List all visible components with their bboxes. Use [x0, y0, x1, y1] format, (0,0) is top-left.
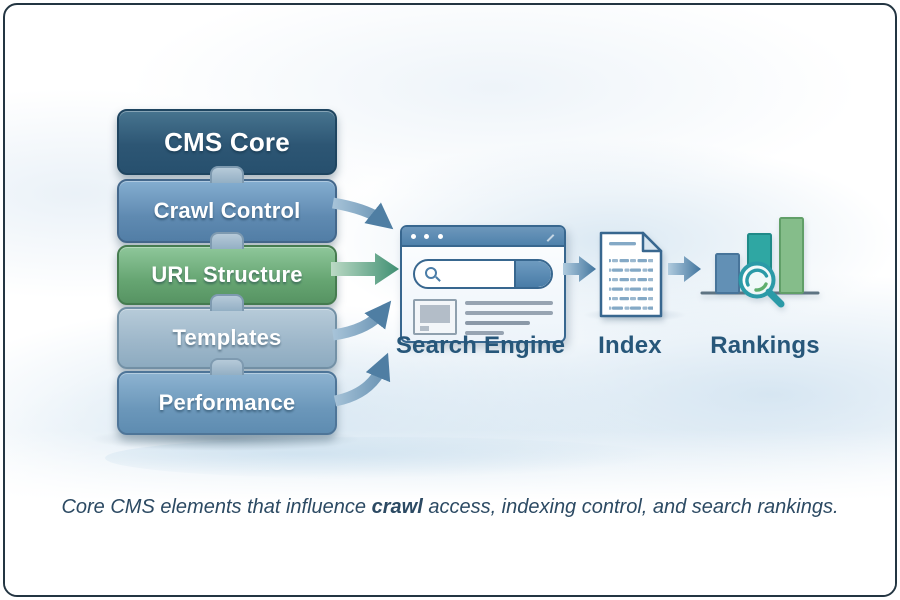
- window-dot-icon: [411, 234, 416, 239]
- text-line: [465, 311, 553, 315]
- stack-box-label: Performance: [158, 390, 296, 415]
- caption-before: Core CMS elements that influence: [61, 496, 372, 518]
- rank-bar-3: [779, 217, 804, 294]
- connector-tab: [210, 358, 244, 375]
- browser-titlebar: [402, 227, 564, 247]
- result-text-lines: [465, 299, 553, 341]
- result-thumbnail-icon: [413, 299, 457, 335]
- caption-after: access, indexing control, and search ran…: [422, 496, 839, 518]
- thumbnail-image-placeholder: [420, 305, 450, 323]
- search-button: [514, 261, 551, 287]
- window-dot-icon: [424, 234, 430, 239]
- rankings-chart-icon: [700, 217, 820, 308]
- thumbnail-caption-placeholder: [420, 326, 429, 331]
- stack-box-label: URL Structure: [151, 262, 303, 287]
- diagram-caption: Core CMS elements that influence crawl a…: [5, 496, 895, 519]
- stack-to-search-arrows: [331, 197, 399, 407]
- refresh-arc-icon: [745, 268, 769, 287]
- arrow-crawl-control: [332, 197, 394, 230]
- stack-box-label: Templates: [172, 325, 282, 350]
- text-line: [465, 321, 531, 325]
- watercolor-wash: [105, 437, 665, 479]
- text-line: [465, 331, 504, 335]
- text-line: [465, 301, 553, 305]
- window-dot-icon: [437, 234, 443, 239]
- stack-box-performance: Performance: [117, 371, 337, 435]
- stack-box-label: Crawl Control: [153, 198, 301, 223]
- arrow-search-to-index: [563, 256, 596, 282]
- label-index: Index: [598, 332, 662, 359]
- stack-box-url-structure: URL Structure: [117, 245, 337, 305]
- arrow-index-to-rankings: [668, 256, 701, 282]
- magnifier-handle-icon: [765, 288, 785, 308]
- diagram-frame: CMS Core Crawl Control URL Structure Tem…: [3, 3, 897, 597]
- search-result-row: [413, 299, 553, 341]
- arrow-templates: [332, 300, 392, 341]
- titlebar-glyph-icon: [546, 234, 555, 242]
- search-icon: [425, 267, 437, 279]
- connector-tab: [210, 232, 244, 249]
- label-search-engine: Search Engine: [395, 332, 566, 359]
- arrow-url-structure: [331, 253, 399, 285]
- connector-tab: [210, 166, 244, 183]
- connector-tab: [210, 294, 244, 311]
- arrow-performance: [333, 352, 391, 407]
- caption-bold-word: crawl: [371, 496, 423, 518]
- refresh-arc-green-icon: [754, 282, 768, 292]
- rank-bar-1: [715, 253, 740, 294]
- index-document-icon: [599, 231, 663, 318]
- label-rankings: Rankings: [710, 332, 820, 359]
- stack-box-label: CMS Core: [164, 126, 290, 157]
- search-engine-browser-icon: [400, 225, 566, 343]
- search-bar: [413, 259, 553, 289]
